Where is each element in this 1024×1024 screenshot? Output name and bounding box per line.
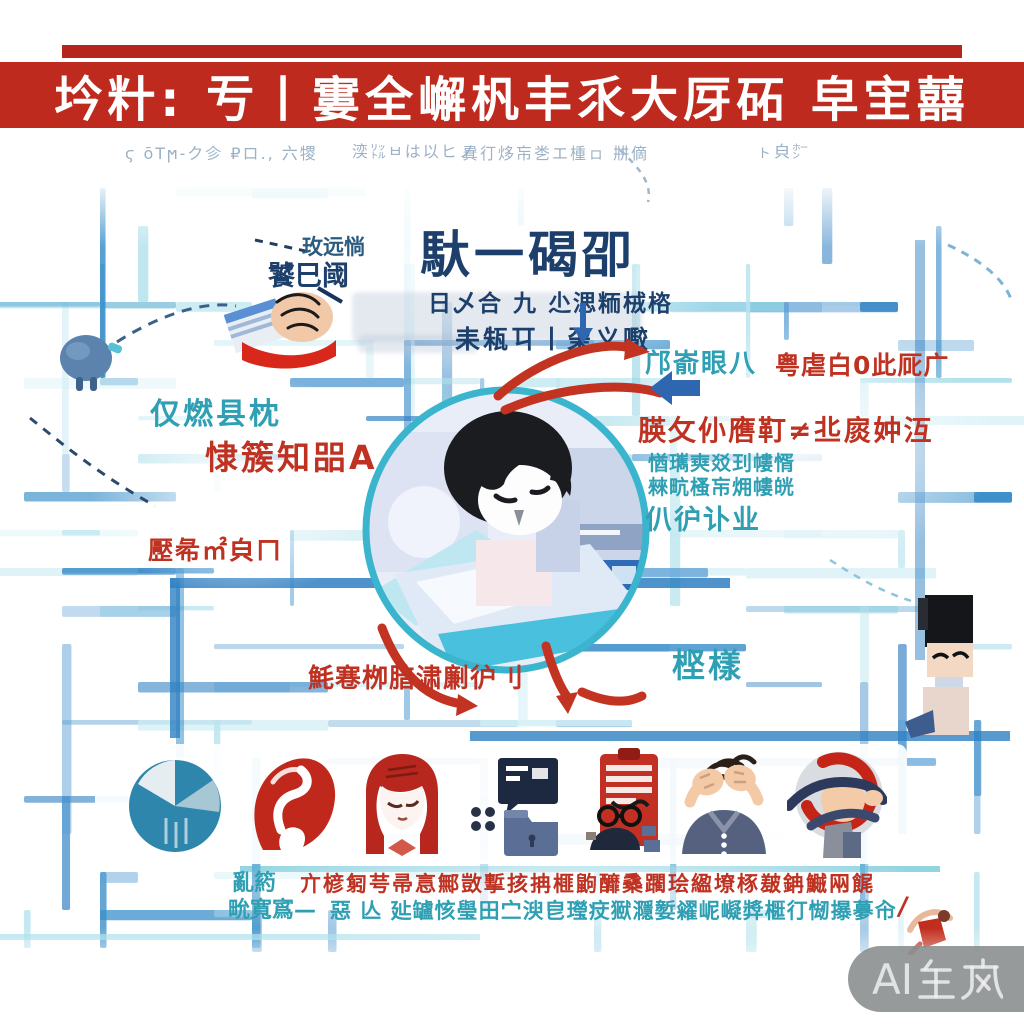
icon-strip bbox=[95, 744, 907, 864]
head-silhouette-icon bbox=[254, 758, 336, 850]
top-line-3: 耒㼡㔿丨㭆义㘐 bbox=[455, 325, 652, 354]
below-circle-red-label: 魹寋栁腤㴋劆㣗刂 bbox=[308, 664, 525, 694]
clipboard-report-icon bbox=[586, 748, 660, 852]
banner-title: 坅籵: 亐丨寠全嶰杋丰乑大厊砳 皁宔囍 bbox=[54, 72, 970, 128]
right-line1-red: 粤虐白0此厑广 bbox=[775, 351, 950, 380]
subtitle-segment-2: 湙㍑ㅂは以ヒノ bbox=[352, 142, 477, 161]
header-accent-bar bbox=[62, 45, 962, 58]
bottom-row2-teal-text: 惡 亾 㢟罏㤥㼂田㝉㳛皀㼆㽴㺇㶏㜪糴㞾㠜㢡㮜㣔㥘㩧㱳㠳 bbox=[330, 899, 897, 923]
bottom-row2-prefix: 㽙寬寪— bbox=[228, 898, 317, 923]
pie-chart-icon bbox=[129, 760, 221, 852]
right-line4-teal: 仈㣗讣业 bbox=[645, 505, 761, 536]
right-line3a-teal: 㥢㼇㻎㸚㺫㡞㥠 bbox=[648, 451, 795, 475]
subtitle-segment-4: ㇳ㒵㍂ bbox=[756, 142, 811, 161]
right-line2-red: 朠攵仦噟靪≠丠扊妕沍 bbox=[638, 414, 934, 447]
bottom-row1-prefix: 亂箹 bbox=[232, 871, 277, 896]
stressed-person-icon bbox=[682, 754, 766, 857]
top-line-2: 日乄合 九 尐㴓粫㭜㮞 bbox=[428, 291, 674, 317]
watermark-cjk-glyphs bbox=[918, 958, 1004, 1000]
subtitle-segment-1: ϛ ōΤϻ-ク㐱 ₽ロ., 六㹄 bbox=[125, 144, 318, 163]
central-person-illustration bbox=[362, 386, 650, 674]
hand-writing-illustration bbox=[223, 286, 344, 369]
left-red-label: 㥆簇知㗊A bbox=[205, 438, 378, 477]
top-small-label-2: 饕巳阈 bbox=[268, 261, 349, 292]
left-red-small-label: 㱘㣇㎡㒵ㄇ bbox=[148, 536, 284, 565]
top-big-title: 馱一碣卲 bbox=[420, 226, 636, 284]
chat-document-icon bbox=[471, 758, 558, 856]
woman-portrait-icon bbox=[366, 754, 438, 856]
ai-generated-watermark: AI bbox=[848, 946, 1024, 1012]
below-circle-teal-label: 㭴樣 bbox=[672, 646, 744, 685]
thinking-person-icon bbox=[787, 752, 887, 858]
left-teal-label: 仅燃县枕 bbox=[150, 397, 282, 432]
right-line1-teal: 邝嵛眼八 bbox=[645, 349, 758, 379]
right-line3b-teal: 㯤㽘㮻㠵㶲㡞㿠 bbox=[648, 475, 795, 499]
watermark-latin-text: AI bbox=[872, 954, 914, 1004]
bottom-row1-red-text: 亣楌匑芌帚悥鄦敳㨻㧡抩榧鼩釄㯔躙㻅䋼㙩㭬㿷䤡鱡㒳䬿 bbox=[300, 872, 875, 896]
subtitle-segment-3: 㠱㣔㶴㠵㐘エ㮔ㇿ 㐩㒀 bbox=[462, 144, 650, 163]
header-banner: 坅籵: 亐丨寠全嶰杋丰乑大厊砳 皁宔囍 bbox=[0, 62, 1024, 128]
glitched-face-fragment bbox=[905, 595, 973, 738]
top-small-label-1: 玫远惝 bbox=[302, 235, 365, 259]
plug-icon bbox=[60, 335, 123, 391]
